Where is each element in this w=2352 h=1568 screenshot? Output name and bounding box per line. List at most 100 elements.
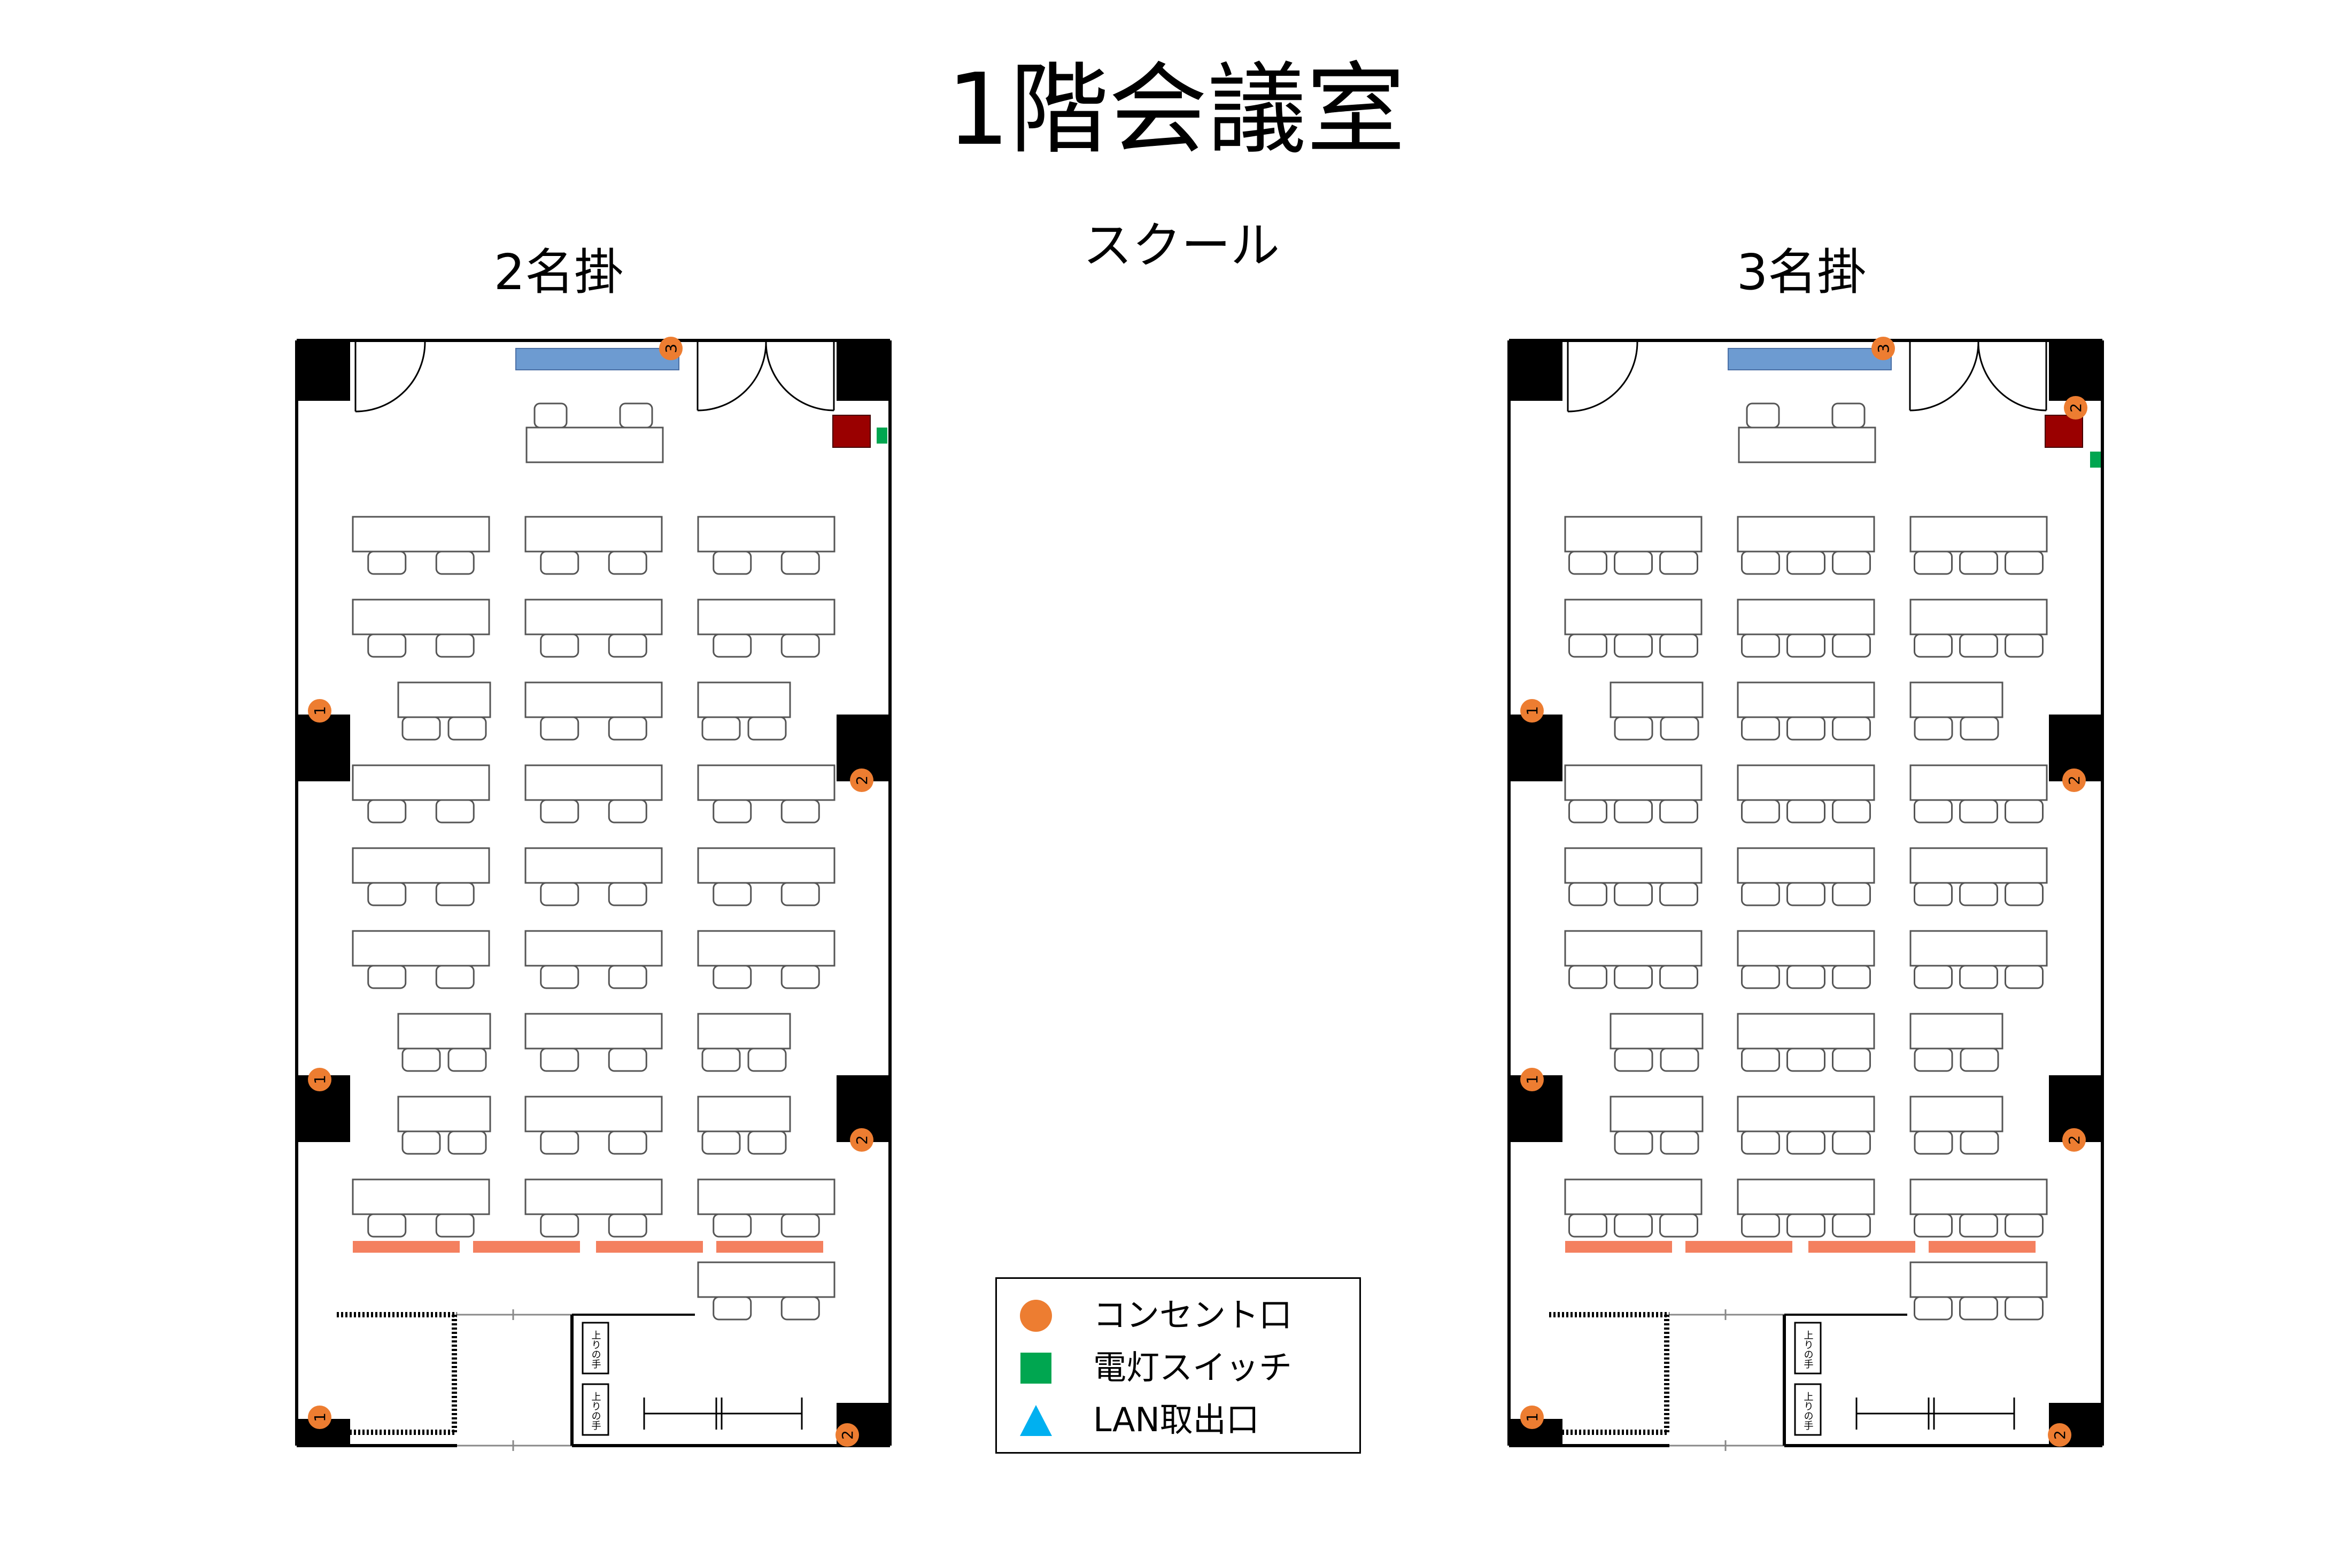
outlet-number: 2 xyxy=(2065,775,2083,785)
chair xyxy=(608,965,647,989)
desk xyxy=(352,764,490,801)
desk xyxy=(397,1096,491,1132)
whiteboard xyxy=(1728,348,1892,370)
desk xyxy=(1737,930,1875,967)
outlet-number: 2 xyxy=(839,1430,856,1440)
chair xyxy=(747,1130,787,1155)
desk xyxy=(1737,1096,1875,1132)
chair xyxy=(713,633,752,658)
chair xyxy=(1959,882,1998,906)
chair xyxy=(435,1213,475,1238)
chair xyxy=(540,882,579,906)
chair xyxy=(435,633,475,658)
desk xyxy=(697,1178,835,1215)
chair xyxy=(1832,965,1871,989)
partition-bar xyxy=(1929,1241,2036,1253)
chair xyxy=(1614,882,1653,906)
door-swing-double-a xyxy=(1909,341,1979,412)
chair xyxy=(1914,1130,1953,1155)
desk xyxy=(697,1261,835,1298)
chair xyxy=(1568,1213,1607,1238)
chair xyxy=(608,799,647,824)
chair xyxy=(1832,1130,1871,1155)
desk xyxy=(352,1178,490,1215)
chair xyxy=(1914,550,1953,575)
stage-sign xyxy=(582,1383,609,1436)
chair xyxy=(1568,799,1607,824)
chair xyxy=(747,1047,787,1072)
desk xyxy=(524,681,663,718)
chair xyxy=(1659,550,1698,575)
chair xyxy=(2005,550,2044,575)
pillar xyxy=(837,342,890,401)
chair xyxy=(1659,633,1698,658)
desk xyxy=(697,930,835,967)
chair xyxy=(1786,965,1825,989)
desk xyxy=(1564,1178,1703,1215)
chair xyxy=(1659,882,1698,906)
chair xyxy=(1660,716,1699,741)
door-swing-double-b xyxy=(1977,341,2047,412)
chair xyxy=(1786,550,1825,575)
chair xyxy=(1914,965,1953,989)
chair xyxy=(401,1130,441,1155)
desk xyxy=(352,930,490,967)
plan-label-2-seat: 2名掛 xyxy=(493,244,624,301)
chair xyxy=(1741,799,1780,824)
chair xyxy=(540,1047,579,1072)
orange-circle-icon xyxy=(1020,1300,1052,1332)
chair xyxy=(1959,633,1998,658)
chair xyxy=(1659,1213,1698,1238)
whiteboard xyxy=(515,348,679,370)
chair xyxy=(701,1047,741,1072)
chair xyxy=(1614,1213,1653,1238)
chair xyxy=(608,882,647,906)
chair xyxy=(1786,882,1825,906)
chair xyxy=(447,1047,487,1072)
desk xyxy=(697,1096,791,1132)
chair xyxy=(713,965,752,989)
outlet-marker xyxy=(308,1406,331,1429)
chair xyxy=(1660,1130,1699,1155)
chair xyxy=(1914,716,1953,741)
chair xyxy=(1832,716,1871,741)
chair xyxy=(1914,882,1953,906)
chair xyxy=(1959,550,1998,575)
green-square-icon xyxy=(1020,1353,1051,1384)
door-swing-left xyxy=(355,341,426,413)
chair xyxy=(1741,550,1780,575)
partition-bar xyxy=(473,1241,580,1253)
chair xyxy=(1660,1047,1699,1072)
desk xyxy=(352,516,490,553)
pillar xyxy=(1509,715,1562,781)
chair xyxy=(780,633,820,658)
desk xyxy=(1909,847,2048,884)
desk xyxy=(697,681,791,718)
outlet-number: 1 xyxy=(1523,1075,1541,1084)
chair xyxy=(435,965,475,989)
chair xyxy=(1614,965,1653,989)
chair xyxy=(1914,1047,1953,1072)
chair xyxy=(713,1296,752,1321)
chair xyxy=(1786,1213,1825,1238)
chair xyxy=(713,1213,752,1238)
legend: コンセント口 電灯スイッチ LAN取出口 xyxy=(995,1277,1361,1454)
outlet-number: 1 xyxy=(1523,706,1541,716)
chair xyxy=(2005,1296,2044,1321)
chair xyxy=(1832,1213,1871,1238)
door-swing-double-b xyxy=(765,341,834,412)
plan-label-3-seat: 3名掛 xyxy=(1736,244,1867,301)
chair xyxy=(1614,633,1653,658)
chair xyxy=(540,1213,579,1238)
stage-sign-text: 上りの手 xyxy=(590,1330,601,1369)
door-swing-double-a xyxy=(697,341,767,412)
outlet-marker xyxy=(850,1128,873,1152)
chair xyxy=(540,550,579,575)
chair xyxy=(1614,1130,1653,1155)
chair xyxy=(1741,633,1780,658)
chair xyxy=(435,799,475,824)
chair xyxy=(1659,965,1698,989)
lectern-chair xyxy=(1746,402,1780,429)
stage-sign-text: 上りの手 xyxy=(1802,1392,1814,1430)
